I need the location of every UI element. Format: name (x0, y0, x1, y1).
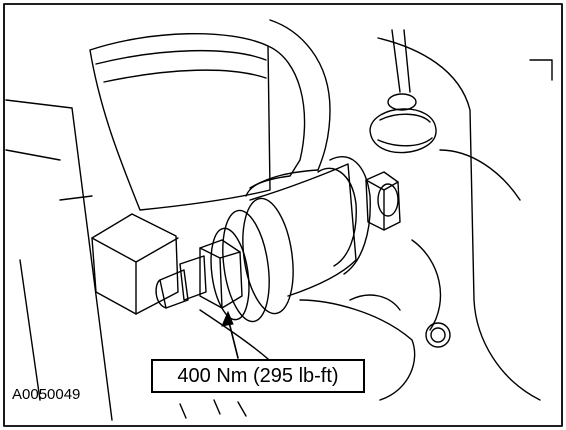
rubber-boot (369, 108, 437, 154)
knuckle-arm (245, 45, 306, 197)
left-rail-inner (5, 99, 113, 421)
panel-hole (425, 322, 451, 348)
bolt-collar (179, 255, 207, 301)
callout-arrowhead (221, 310, 234, 327)
figure-border (3, 3, 563, 427)
front-nut (199, 239, 243, 309)
bushing-face (242, 197, 294, 315)
bolt-tip (159, 269, 189, 309)
figure-id-label: A0050049 (12, 386, 81, 403)
rear-nut (365, 171, 401, 231)
right-panel-edge (377, 37, 541, 401)
torque-callout-text: 400 Nm (295 lb-ft) (177, 364, 339, 387)
bushing-sleeve (249, 163, 357, 297)
torque-callout: 400 Nm (295 lb-ft) (151, 359, 365, 393)
lower-arm-contour (299, 299, 416, 401)
upper-housing (89, 33, 271, 211)
link-rod (391, 29, 401, 93)
clamp-block (91, 213, 179, 315)
